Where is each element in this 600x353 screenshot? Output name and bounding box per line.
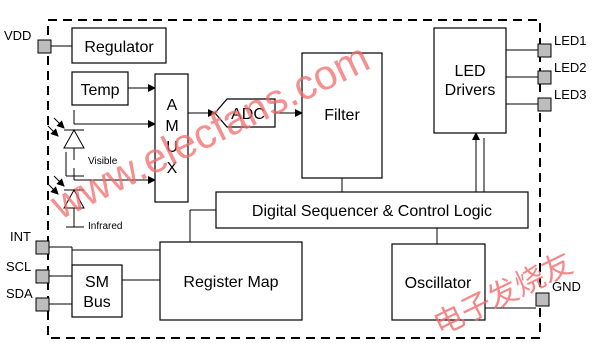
amux-label: A M U X (165, 97, 178, 177)
regulator-block (71, 27, 167, 64)
int-pin-label: INT (10, 229, 31, 244)
sm-bus-label-line2: Bus (83, 294, 111, 311)
int-pin (35, 240, 50, 255)
adc-block (214, 98, 276, 128)
amux-letter-u: U (166, 139, 178, 156)
vdd-pin-label: VDD (4, 28, 31, 43)
led1-pin-label: LED1 (554, 33, 587, 48)
visible-photodiode-icon (47, 110, 123, 160)
wires (49, 45, 538, 309)
regulator-label: Regulator (84, 39, 154, 56)
led3-pin (537, 97, 552, 112)
visible-label: Visible (88, 156, 118, 167)
temp-label: Temp (80, 82, 119, 99)
led2-pin-label: LED2 (554, 60, 587, 75)
sequencer-block (215, 191, 529, 229)
led-drivers-label-line1: LED (454, 63, 485, 80)
sm-bus-label-line1: SM (85, 274, 109, 291)
sm-bus-block (71, 264, 123, 318)
amux-block (154, 73, 189, 203)
temp-block (71, 71, 129, 106)
oscillator-block (391, 243, 486, 321)
infrared-photodiode-icon (47, 168, 123, 227)
sda-pin-label: SDA (6, 286, 33, 301)
sda-pin (35, 297, 50, 312)
led2-pin (537, 70, 552, 85)
amux-letter-x: X (167, 160, 178, 177)
scl-pin (35, 269, 50, 284)
gnd-pin-label: GND (552, 279, 581, 294)
filter-block (301, 52, 383, 179)
vdd-pin (37, 39, 52, 54)
led1-pin (537, 43, 552, 58)
register-map-block (159, 241, 303, 321)
led-drivers-block (433, 27, 507, 134)
led3-pin-label: LED3 (554, 87, 587, 102)
sequencer-label: Digital Sequencer & Control Logic (252, 203, 492, 220)
infrared-label: Infrared (88, 221, 122, 232)
amux-letter-a: A (167, 97, 178, 114)
adc-label: ADC (231, 106, 265, 123)
oscillator-label: Oscillator (405, 275, 472, 292)
scl-pin-label: SCL (6, 259, 31, 274)
amux-letter-m: M (165, 118, 178, 135)
gnd-pin (535, 292, 550, 307)
chip-boundary (47, 19, 541, 339)
filter-label: Filter (324, 107, 360, 124)
register-map-label: Register Map (183, 274, 278, 291)
signal-arrows (123, 84, 480, 192)
led-drivers-label-line2: Drivers (445, 82, 496, 99)
